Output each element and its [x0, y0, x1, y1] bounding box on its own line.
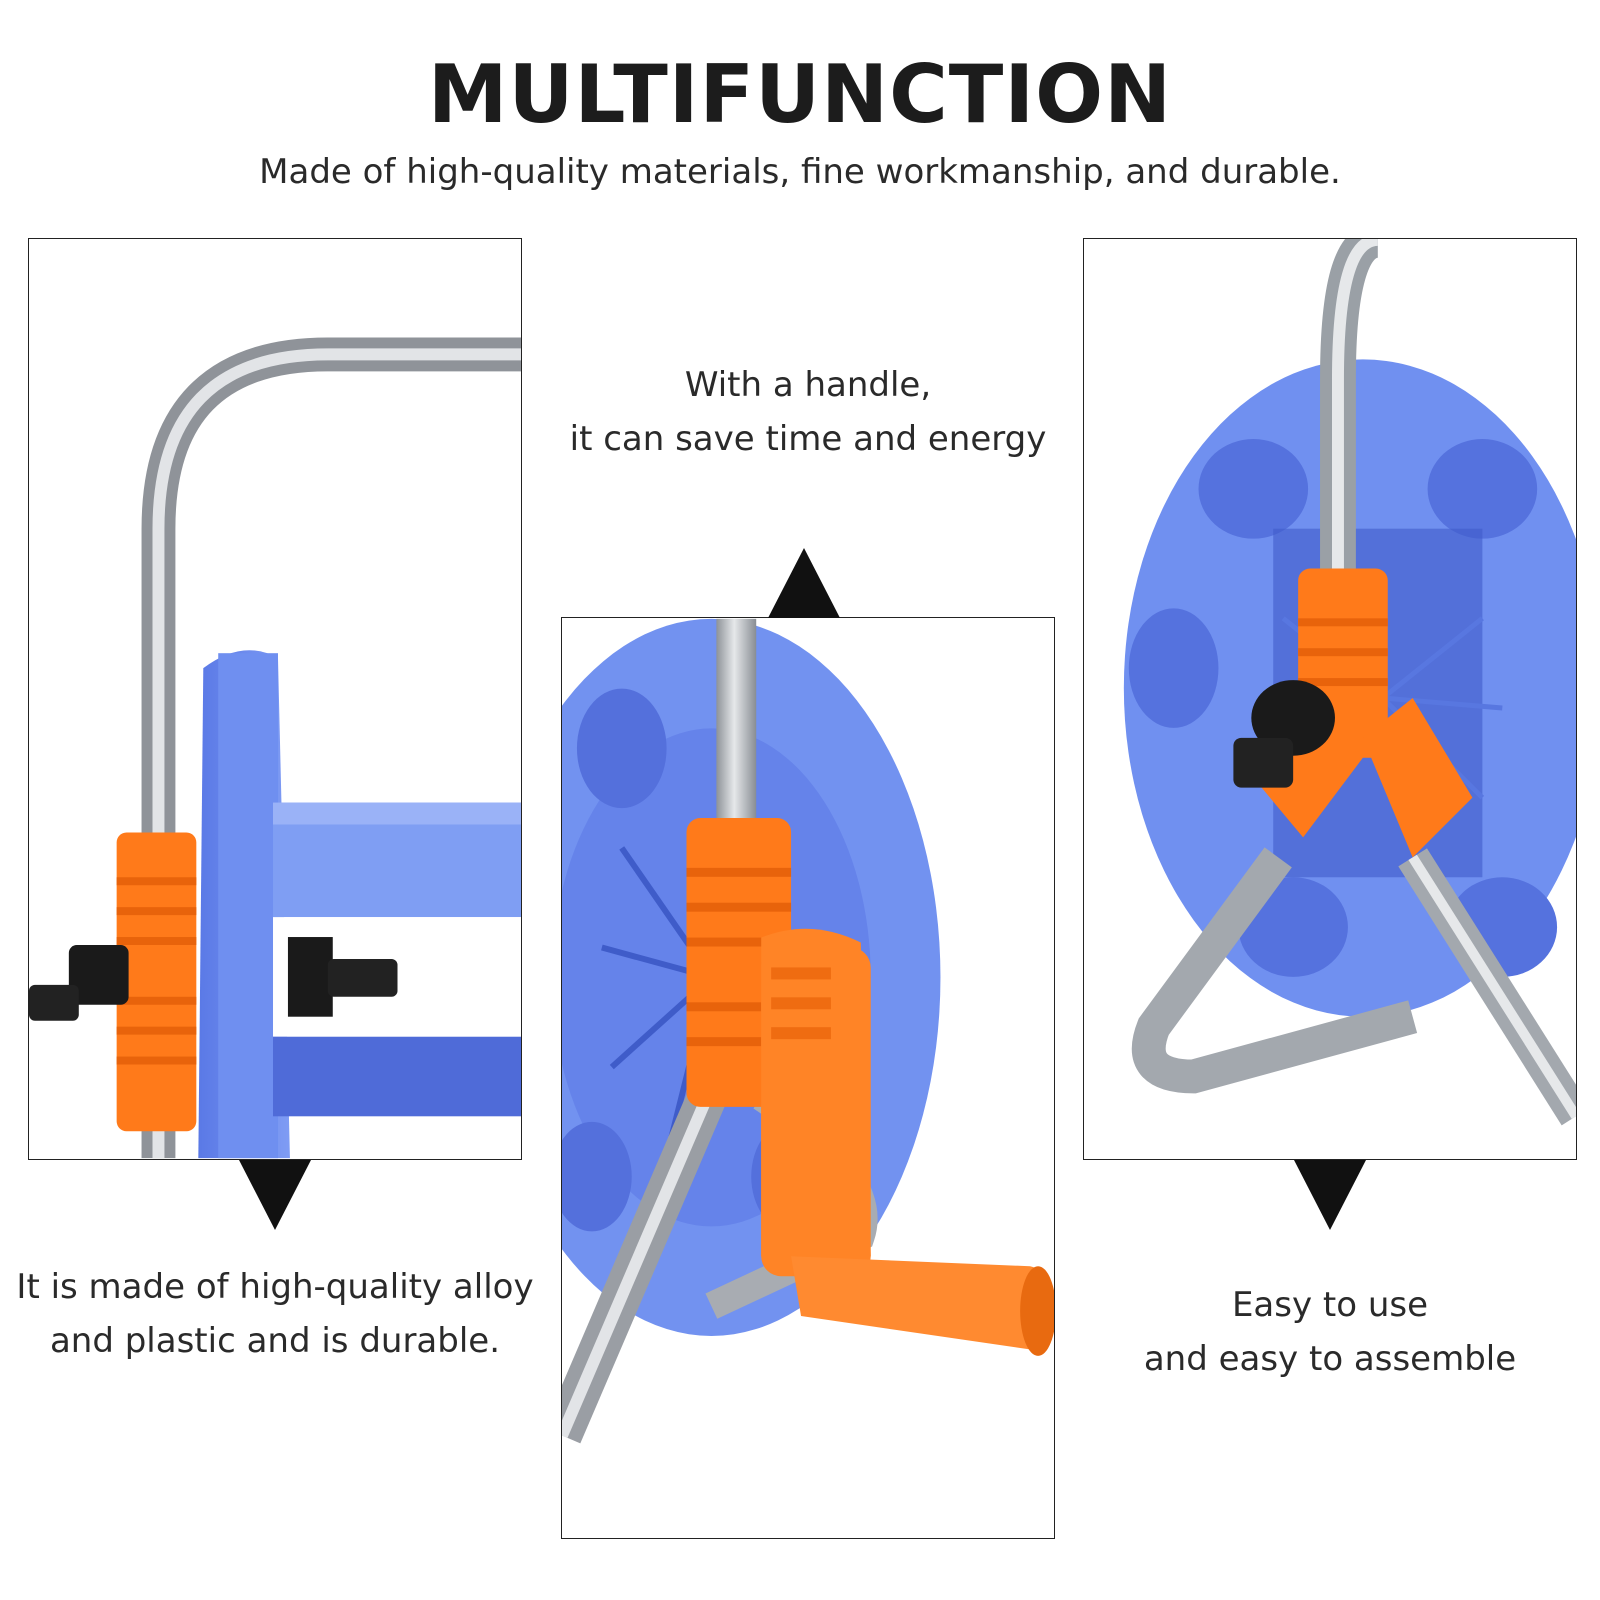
- feature-photo-middle: [561, 617, 1055, 1539]
- arrow-down-icon: [1294, 1160, 1366, 1230]
- feature-caption-right: Easy to use and easy to assemble: [1080, 1278, 1580, 1386]
- caption-line-1: It is made of high-quality alloy: [16, 1267, 534, 1307]
- caption-line-2: and easy to assemble: [1143, 1339, 1517, 1379]
- caption-line-2: and plastic and is durable.: [49, 1321, 501, 1361]
- arrow-down-icon: [239, 1160, 311, 1230]
- hose-reel-front-view-illustration: [1123, 239, 1576, 1126]
- feature-photo-left: [28, 238, 522, 1160]
- arrow-up-icon: [768, 548, 840, 618]
- hose-reel-crank-illustration: [562, 618, 1054, 1444]
- caption-line-2: it can save time and energy: [569, 419, 1047, 459]
- feature-caption-middle: With a handle, it can save time and ener…: [545, 358, 1071, 466]
- caption-line-1: Easy to use: [1231, 1285, 1429, 1325]
- page-subtitle: Made of high-quality materials, fine wor…: [259, 152, 1341, 192]
- hose-reel-side-view-illustration: [29, 337, 521, 1159]
- caption-line-1: With a handle,: [684, 365, 932, 405]
- feature-caption-left: It is made of high-quality alloy and pla…: [0, 1260, 550, 1368]
- feature-photo-right: [1083, 238, 1577, 1160]
- page-title: MULTIFUNCTION: [427, 48, 1173, 141]
